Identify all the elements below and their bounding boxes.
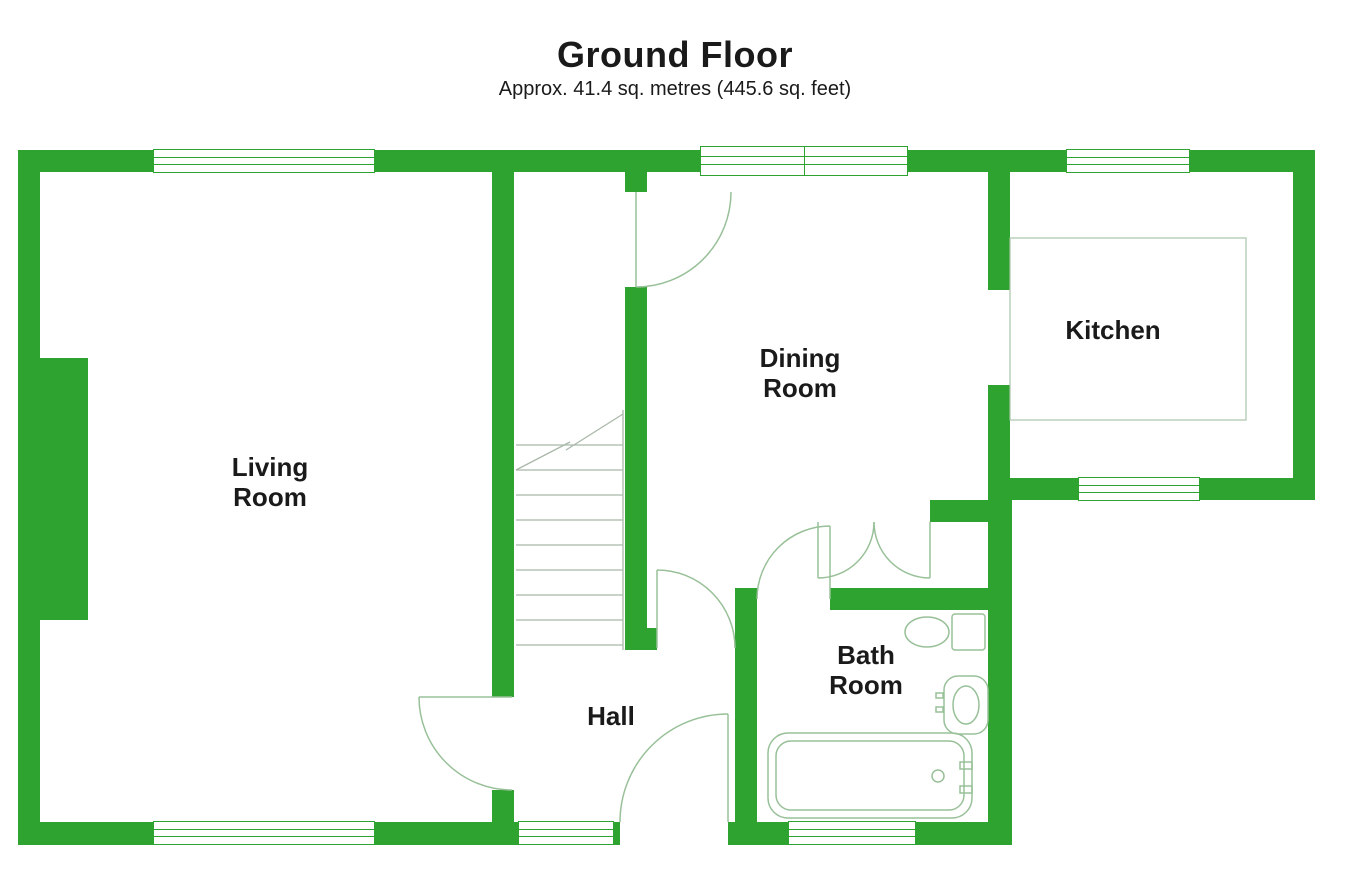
- room-label-line: Kitchen: [1065, 315, 1161, 345]
- bathtub: [767, 732, 973, 819]
- window-living-top: [153, 149, 375, 173]
- room-label-living-room: Living Room: [160, 452, 380, 512]
- wall-dining-kitchen-upper: [988, 172, 1010, 290]
- window-pane-line: [789, 835, 915, 837]
- stairs: [515, 410, 624, 650]
- room-label-line: Bath: [837, 640, 895, 670]
- wall-kitchen-right: [1293, 150, 1315, 500]
- window-pane-line: [1079, 491, 1199, 493]
- wall-dining-bottom-stub: [625, 628, 657, 650]
- wall-living-hall: [492, 172, 514, 697]
- room-label-line: Room: [233, 482, 307, 512]
- room-label-line: Hall: [587, 701, 635, 731]
- window-kitchen-bottom: [1078, 477, 1200, 501]
- wall-corridor-top: [930, 500, 1012, 522]
- room-label-line: Room: [829, 670, 903, 700]
- room-label-line: Dining: [759, 343, 841, 373]
- window-hall-bottom: [518, 821, 614, 845]
- wall-bathroom-right: [988, 478, 1012, 845]
- window-bathroom-bottom: [788, 821, 916, 845]
- room-label-dining-room: Dining Room: [690, 343, 910, 403]
- dining-room-door-top: [635, 191, 732, 288]
- front-door-opening: [620, 820, 728, 847]
- wall-dining-left-top-stub: [625, 172, 647, 192]
- window-kitchen-top: [1066, 149, 1190, 173]
- window-pane-line: [154, 156, 374, 158]
- double-doors: [817, 521, 931, 579]
- room-label-line: Living: [231, 452, 309, 482]
- dining-room-door-bottom: [656, 569, 736, 649]
- window-pane-line: [789, 828, 915, 830]
- window-pane-line: [1067, 163, 1189, 165]
- window-mullion: [804, 147, 805, 175]
- room-label-line: Room: [763, 373, 837, 403]
- plan-subtitle: Approx. 41.4 sq. metres (445.6 sq. feet): [498, 78, 852, 100]
- room-label-hall: Hall: [501, 701, 721, 731]
- wall-left: [18, 150, 40, 845]
- wall-living-hall-stub: [492, 790, 514, 822]
- wall-dining-kitchen-lower: [988, 385, 1010, 478]
- window-pane-line: [154, 163, 374, 165]
- window-pane-line: [519, 828, 613, 830]
- wall-dining-left: [625, 287, 647, 650]
- window-pane-line: [519, 835, 613, 837]
- window-pane-line: [1067, 156, 1189, 158]
- window-living-bottom: [153, 821, 375, 845]
- room-label-bath-room: Bath Room: [756, 640, 976, 700]
- window-pane-line: [1079, 484, 1199, 486]
- wall-bathroom-top: [830, 588, 1010, 610]
- wall-bathroom-left: [735, 588, 757, 845]
- room-label-kitchen: Kitchen: [1003, 315, 1223, 345]
- bathroom-door: [756, 525, 831, 600]
- window-pane-line: [154, 835, 374, 837]
- plan-title: Ground Floor: [557, 34, 793, 75]
- window-pane-line: [154, 828, 374, 830]
- chimney-breast: [40, 358, 88, 620]
- living-room-door: [418, 696, 513, 791]
- window-dining-top: [700, 146, 908, 176]
